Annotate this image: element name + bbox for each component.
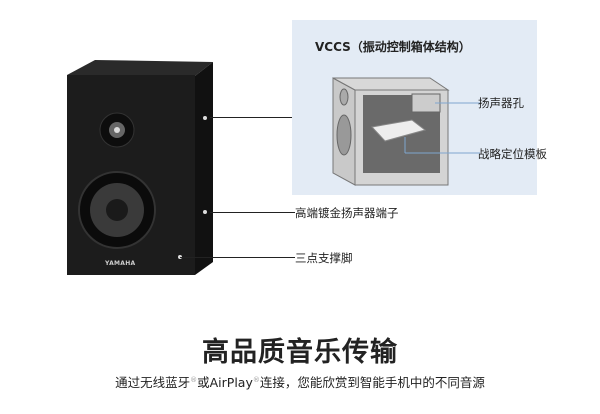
callout-positioning-plate: 战略定位模板 <box>478 147 547 161</box>
headline: 高品质音乐传输 <box>202 337 398 368</box>
registered-mark: ® <box>252 375 260 384</box>
leader-line-vccs <box>210 117 292 118</box>
subtitle-part1: 通过无线蓝牙 <box>115 375 191 390</box>
speaker-illustration <box>67 60 213 275</box>
callout-terminals: 高端镀金扬声器端子 <box>295 206 399 220</box>
brand-logo: YAMAHA <box>105 260 136 267</box>
leader-line-terminal <box>210 212 295 213</box>
registered-mark: ® <box>190 375 198 384</box>
subtitle-part3: 连接，您能欣赏到智能手机中的不同音源 <box>259 375 485 390</box>
subtitle: 通过无线蓝牙®或AirPlay®连接，您能欣赏到智能手机中的不同音源 <box>0 372 600 391</box>
vccs-title: VCCS（振动控制箱体结构） <box>315 40 471 54</box>
cabinet-diagram <box>332 77 480 186</box>
subtitle-part2: 或AirPlay <box>197 375 253 390</box>
callout-feet: 三点支撑脚 <box>295 251 353 265</box>
leader-line-feet <box>180 257 295 258</box>
callout-speaker-port: 扬声器孔 <box>478 96 524 110</box>
